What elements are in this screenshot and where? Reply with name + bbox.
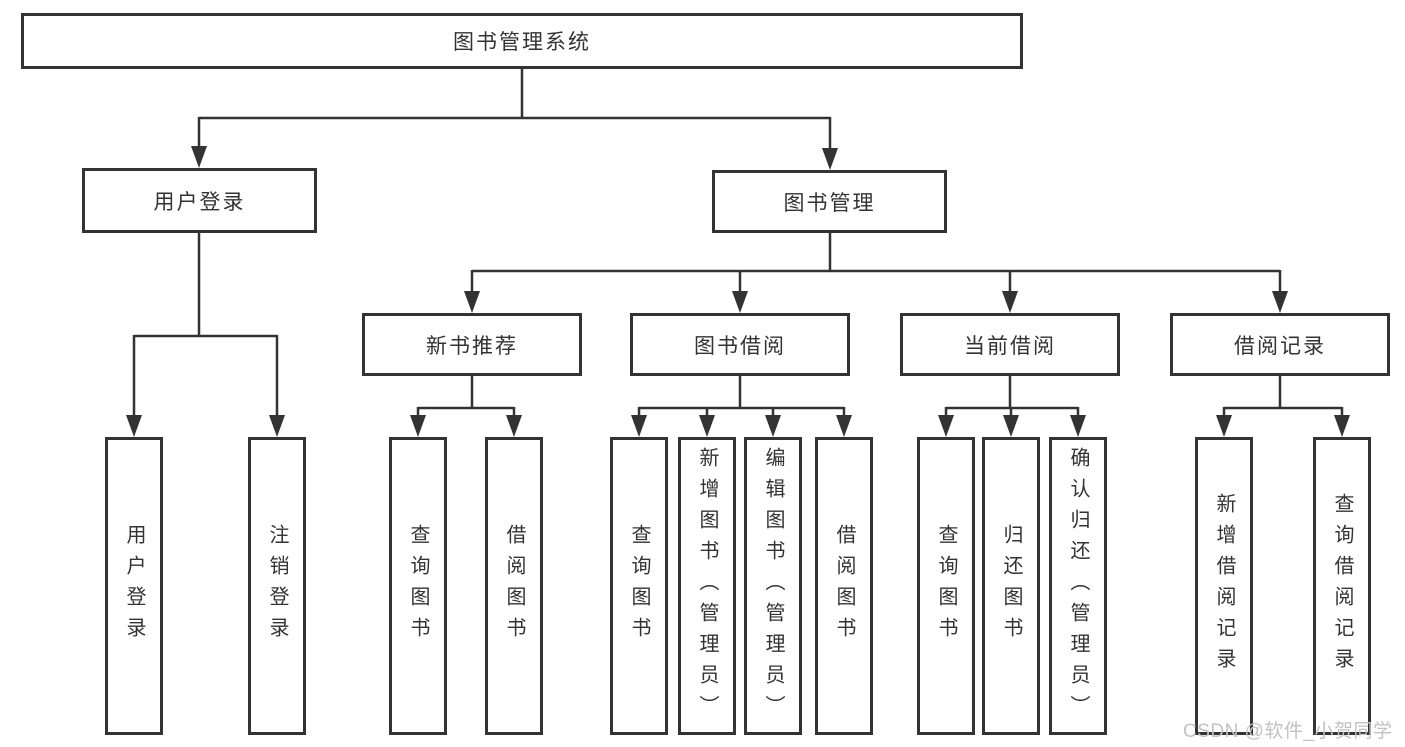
node-book-borrowing-label: 图书借阅 xyxy=(694,334,786,358)
leaf-query-books-current: 查询图书 xyxy=(917,437,975,735)
leaf-edit-books-admin: 编辑图书（管理员） xyxy=(744,437,802,735)
leaf-borrow-books-borrowing-label: 借阅图书 xyxy=(833,524,855,648)
leaf-query-books-borrowing-label: 查询图书 xyxy=(628,524,650,648)
node-new-book-recommend: 新书推荐 xyxy=(362,313,582,376)
leaf-query-books-recommend: 查询图书 xyxy=(389,437,447,735)
leaf-add-books-admin: 新增图书（管理员） xyxy=(678,437,736,735)
leaf-add-borrow-record: 新增借阅记录 xyxy=(1195,437,1253,735)
leaf-return-books-label: 归还图书 xyxy=(1000,524,1022,648)
node-user-login-label: 用户登录 xyxy=(153,190,246,214)
leaf-add-borrow-record-label: 新增借阅记录 xyxy=(1213,493,1235,679)
leaf-confirm-return-admin: 确认归还（管理员） xyxy=(1049,437,1107,735)
leaf-query-books-recommend-label: 查询图书 xyxy=(407,524,429,648)
leaf-query-borrow-record: 查询借阅记录 xyxy=(1313,437,1371,735)
node-borrowing-records-label: 借阅记录 xyxy=(1234,334,1326,358)
leaf-query-books-borrowing: 查询图书 xyxy=(610,437,668,735)
node-current-borrowing-label: 当前借阅 xyxy=(964,334,1056,358)
node-book-borrowing: 图书借阅 xyxy=(630,313,850,376)
leaf-user-login: 用户登录 xyxy=(105,437,163,735)
node-book-management-label: 图书管理 xyxy=(783,191,876,215)
leaf-query-borrow-record-label: 查询借阅记录 xyxy=(1331,493,1353,679)
leaf-borrow-books-borrowing: 借阅图书 xyxy=(815,437,873,735)
leaf-logout-label: 注销登录 xyxy=(266,524,288,648)
node-root-system-label: 图书管理系统 xyxy=(453,31,591,54)
leaf-add-books-admin-label: 新增图书（管理员） xyxy=(696,446,718,726)
leaf-edit-books-admin-label: 编辑图书（管理员） xyxy=(762,446,784,726)
node-book-management: 图书管理 xyxy=(712,170,947,233)
node-current-borrowing: 当前借阅 xyxy=(900,313,1120,376)
node-new-book-recommend-label: 新书推荐 xyxy=(426,334,518,358)
leaf-user-login-label: 用户登录 xyxy=(123,524,145,648)
leaf-query-books-current-label: 查询图书 xyxy=(935,524,957,648)
node-borrowing-records: 借阅记录 xyxy=(1170,313,1390,376)
leaf-borrow-books-recommend: 借阅图书 xyxy=(485,437,543,735)
watermark: CSDN @软件_小贺同学 xyxy=(1183,721,1393,742)
node-root-system: 图书管理系统 xyxy=(21,13,1023,69)
leaf-logout: 注销登录 xyxy=(248,437,306,735)
leaf-confirm-return-admin-label: 确认归还（管理员） xyxy=(1067,446,1089,726)
node-user-login: 用户登录 xyxy=(82,168,317,233)
leaf-borrow-books-recommend-label: 借阅图书 xyxy=(503,524,525,648)
leaf-return-books: 归还图书 xyxy=(982,437,1040,735)
